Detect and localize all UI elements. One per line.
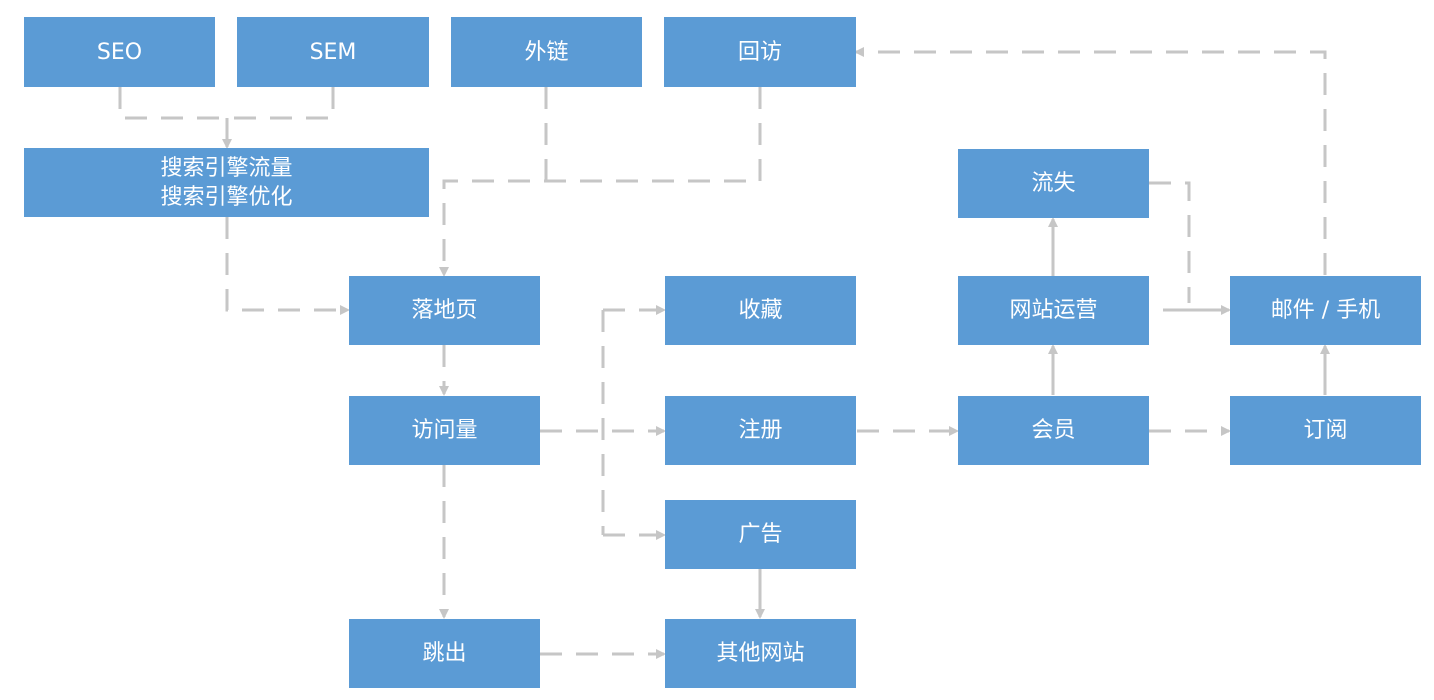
node-email-phone: 邮件 / 手机 bbox=[1230, 276, 1421, 345]
node-visits: 访问量 bbox=[349, 396, 540, 465]
node-bounce-label: 跳出 bbox=[422, 641, 467, 666]
node-visits-label: 访问量 bbox=[411, 418, 478, 443]
connector-churn-to-email bbox=[1149, 181, 1191, 303]
node-favorites-label: 收藏 bbox=[738, 298, 783, 323]
node-other-sites: 其他网站 bbox=[665, 619, 856, 688]
node-sem-label: SEM bbox=[309, 39, 357, 65]
connector-sem-to-search bbox=[227, 87, 335, 120]
node-email-phone-label: 邮件 / 手机 bbox=[1270, 298, 1381, 323]
node-other-sites-label: 其他网站 bbox=[716, 641, 805, 666]
node-ads: 广告 bbox=[665, 500, 856, 569]
node-site-operations-label: 网站运营 bbox=[1009, 298, 1098, 323]
node-ads-label: 广告 bbox=[738, 522, 783, 547]
node-register-label: 注册 bbox=[738, 418, 783, 443]
node-register: 注册 bbox=[665, 396, 856, 465]
node-member: 会员 bbox=[958, 396, 1149, 465]
node-bounce: 跳出 bbox=[349, 619, 540, 688]
node-favorites: 收藏 bbox=[665, 276, 856, 345]
connector-search-to-landing bbox=[225, 217, 350, 315]
node-revisit-label: 回访 bbox=[737, 39, 782, 65]
node-subscribe: 订阅 bbox=[1230, 396, 1421, 465]
node-external-links: 外链 bbox=[451, 17, 642, 87]
node-search-traffic-label: 搜索引擎流量 bbox=[160, 155, 293, 181]
node-churn-label: 流失 bbox=[1031, 171, 1076, 196]
node-search-engine: 搜索引擎流量 搜索引擎优化 bbox=[24, 148, 429, 217]
node-member-label: 会员 bbox=[1031, 418, 1076, 443]
node-subscribe-label: 订阅 bbox=[1303, 418, 1348, 443]
node-revisit: 回访 bbox=[664, 17, 856, 87]
node-landing-page-label: 落地页 bbox=[411, 298, 478, 323]
node-seo: SEO bbox=[24, 17, 215, 87]
node-site-operations: 网站运营 bbox=[958, 276, 1149, 345]
connector-revisit bbox=[439, 87, 762, 277]
node-sem: SEM bbox=[237, 17, 429, 87]
node-churn: 流失 bbox=[958, 149, 1149, 218]
node-external-links-label: 外链 bbox=[524, 39, 569, 65]
connector-email-to-revisit bbox=[854, 47, 1327, 275]
node-search-optimization-label: 搜索引擎优化 bbox=[160, 184, 293, 210]
node-landing-page: 落地页 bbox=[349, 276, 540, 345]
node-seo-label: SEO bbox=[96, 39, 143, 65]
connector-seo-to-search bbox=[118, 87, 227, 120]
